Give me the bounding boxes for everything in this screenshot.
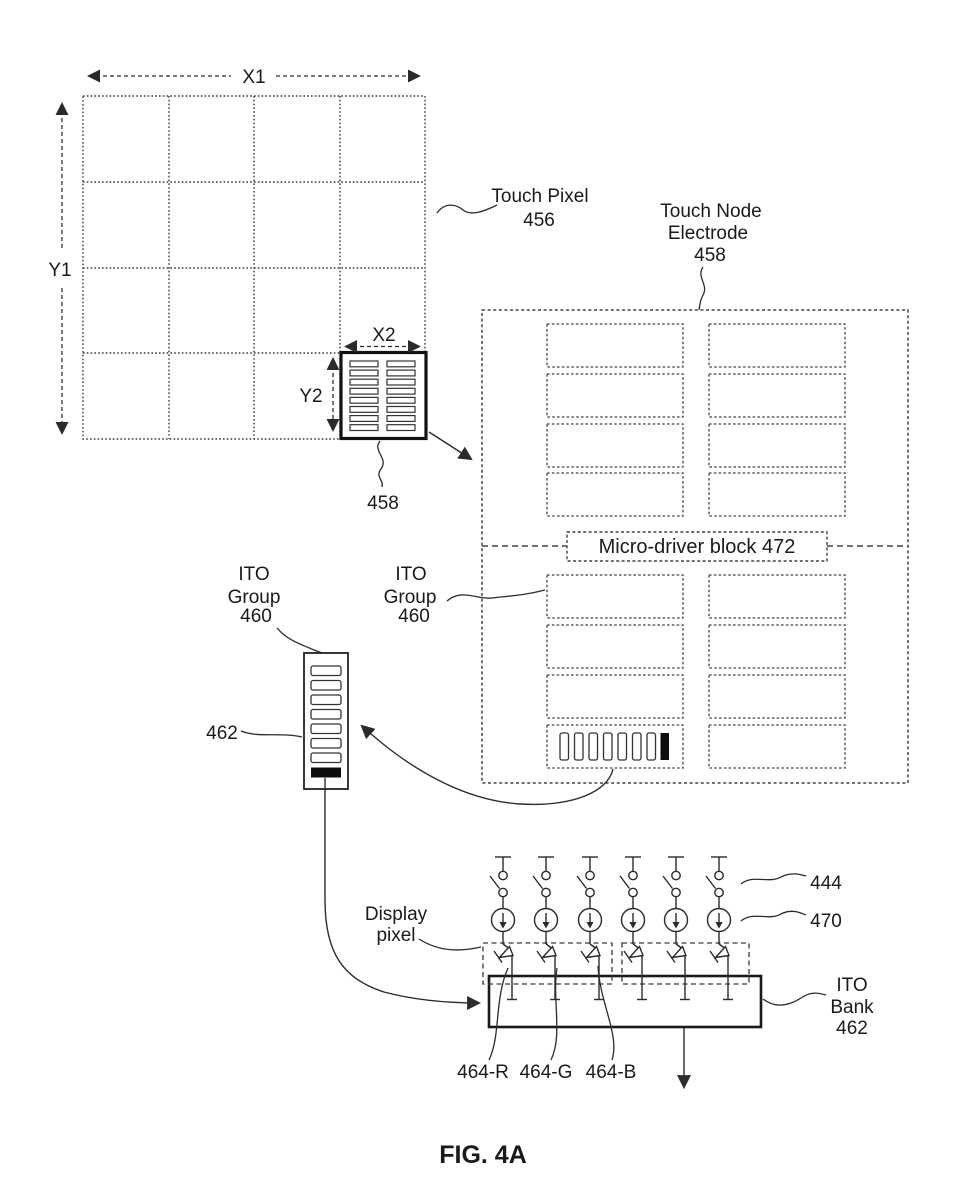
leader-462 — [240, 730, 303, 738]
display-pixel-label: Display pixel — [365, 904, 428, 946]
micro-driver-band: Micro-driver block 472 — [482, 531, 908, 562]
figure-caption: FIG. 4A — [439, 1141, 527, 1169]
leader-touch-pixel — [436, 204, 498, 214]
ito-bank-line3: 462 — [836, 1018, 868, 1039]
leader-464r — [488, 967, 509, 1061]
ito-bank-label: ITO Bank 462 — [830, 975, 874, 1039]
touch-pixel-inset — [339, 350, 428, 441]
leader-ito-bank — [762, 992, 827, 1006]
leader-464g — [550, 967, 558, 1061]
inset-ito-bars — [349, 360, 416, 432]
ref-444-label: 444 — [810, 873, 842, 894]
touch-node-label-line1: Touch Node — [660, 201, 761, 222]
display-pixel-line1: Display — [365, 904, 428, 925]
touch-node-label-line3: 458 — [694, 245, 726, 266]
ito-group-left-line3: 460 — [240, 606, 272, 627]
leader-display-pixel — [418, 938, 482, 951]
leader-470 — [740, 910, 807, 922]
leader-touch-node — [698, 266, 706, 311]
ito-group-mid-line2: Group — [384, 587, 437, 608]
touch-pixel-label-line2: 456 — [523, 210, 555, 231]
ref-470-label: 470 — [810, 911, 842, 932]
ito-group-left-line2: Group — [228, 587, 281, 608]
ito-group-left-line1: ITO — [238, 564, 269, 585]
touch-pixel-label-line1: Touch Pixel — [491, 186, 588, 207]
electrode-segment-rects — [546, 323, 846, 769]
touch-node-electrode-label: Touch Node Electrode 458 — [660, 201, 761, 266]
leader-ito-group-mid — [446, 589, 546, 602]
ref-464b-label: 464-B — [586, 1062, 637, 1083]
ref-462-label: 462 — [206, 723, 238, 744]
touch-node-electrode-box: Micro-driver block 472 — [481, 309, 909, 784]
ito-bank-line1: ITO — [836, 975, 867, 996]
electrode-ito-bar-segment — [546, 724, 684, 769]
y1-label: Y1 — [48, 260, 71, 281]
leader-444 — [740, 873, 807, 885]
ito-bank-line2: Bank — [830, 997, 874, 1018]
micro-driver-block-box — [566, 531, 828, 562]
display-pixel-line2: pixel — [376, 925, 415, 946]
leader-inset-458 — [377, 440, 384, 488]
leader-ito-group-left — [276, 627, 326, 655]
touch-node-label-line2: Electrode — [668, 223, 748, 244]
x2-label: X2 — [372, 325, 395, 346]
filled-ito-bar — [660, 733, 669, 760]
arrow-inset-to-electrode — [428, 431, 473, 461]
y2-label: Y2 — [299, 386, 322, 407]
leader-464b — [597, 965, 615, 1061]
arrow-group-to-bank — [324, 778, 482, 1010]
ito-group-mid-line3: 460 — [398, 606, 430, 627]
ito-group-mid-line1: ITO — [395, 564, 426, 585]
ito-group-left-label: ITO Group 460 — [228, 564, 281, 627]
filled-ito-bank-bar — [311, 767, 341, 778]
x1-label: X1 — [242, 67, 265, 88]
display-pixel-box-1 — [482, 942, 613, 985]
ito-group-detail — [303, 652, 349, 790]
ito-group-mid-label: ITO Group 460 — [384, 564, 437, 627]
touch-pixel-label: Touch Pixel 456 — [491, 186, 588, 231]
arrow-segment-to-group — [360, 724, 614, 806]
micro-driver-block-label: Micro-driver block 472 — [599, 536, 796, 558]
inset-ref-label: 458 — [367, 493, 399, 514]
ref-464r-label: 464-R — [457, 1062, 509, 1083]
ref-464g-label: 464-G — [520, 1062, 573, 1083]
